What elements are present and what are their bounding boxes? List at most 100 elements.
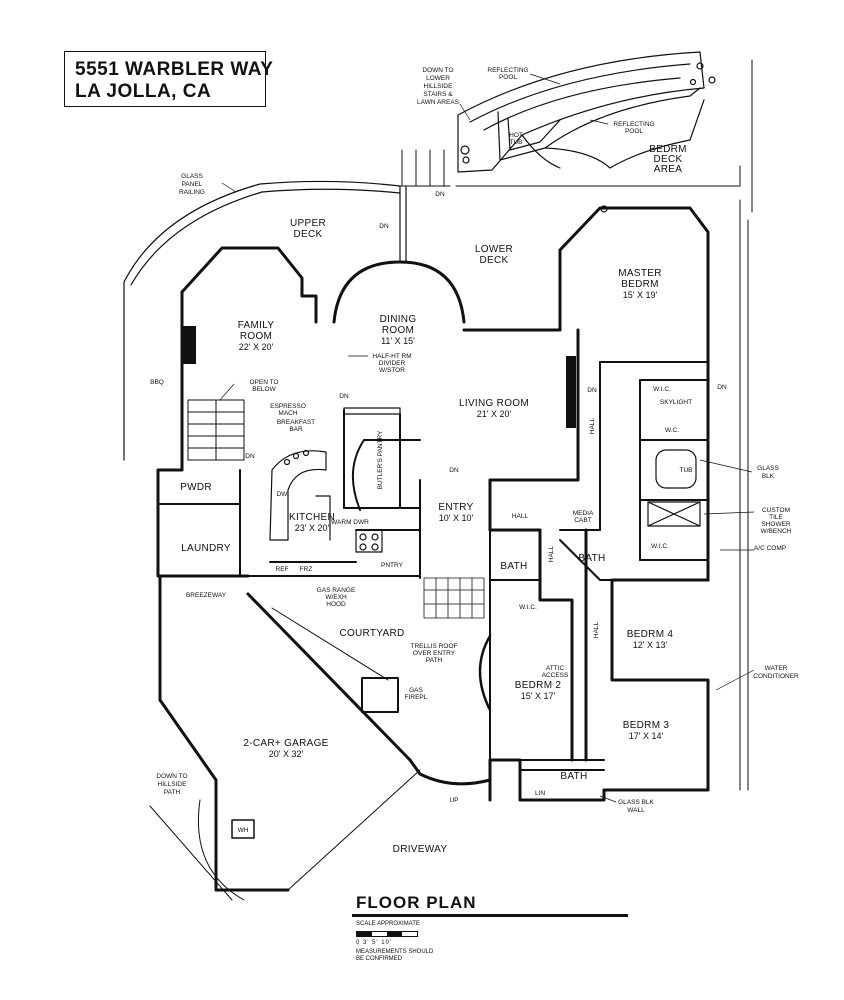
- label-butlers-pantry: BUTLER'S PANTRY: [377, 430, 384, 489]
- label-bath-2: BATH: [578, 553, 605, 564]
- exterior-walls: [156, 206, 710, 892]
- trellis-grid: [423, 577, 485, 619]
- note-skylight: SKYLIGHT: [660, 399, 692, 406]
- label-wic-3: W.I.C.: [651, 543, 669, 550]
- room-name-kitchen: KITCHEN: [289, 512, 335, 523]
- label-dn-4: DN: [245, 453, 255, 460]
- interior-walls: [157, 361, 709, 771]
- label-dn-3: DN: [339, 393, 349, 400]
- room-dim-master-bedrm: 15' X 19': [623, 290, 658, 300]
- label-bath-3: BATH: [560, 771, 587, 782]
- label-courtyard: COURTYARD: [339, 628, 404, 639]
- address-title-box: 5551 WARBLER WAY LA JOLLA, CA: [64, 51, 274, 107]
- room-dim-dining-room: 11' X 15': [381, 336, 415, 346]
- label-dw: DW: [277, 491, 289, 498]
- label-wic-2: W.I.C.: [653, 386, 671, 393]
- label-frz: FRZ: [300, 566, 313, 573]
- reflecting-pool-area: [457, 51, 716, 213]
- title-rule: [352, 914, 628, 917]
- label-dn-6: DN: [587, 387, 597, 394]
- courtyard-edge: [271, 607, 389, 681]
- room-dim-entry: 10' X 10': [439, 513, 474, 523]
- city-line: LA JOLLA, CA: [75, 81, 212, 102]
- label-hall-2: HALL: [589, 417, 596, 434]
- room-dim-bedrm-3: 17' X 14': [629, 731, 664, 741]
- floor-plan-title: FLOOR PLAN: [356, 893, 477, 912]
- label-up: UP: [449, 797, 458, 804]
- label-hall-3: HALL: [548, 545, 555, 562]
- address-line: 5551 WARBLER WAY: [75, 59, 274, 80]
- label-wc: W.C.: [665, 427, 679, 434]
- label-dn-5: DN: [449, 467, 459, 474]
- label-hall-1: HALL: [512, 513, 529, 520]
- gas-fireplace: [361, 677, 399, 713]
- living-fireplace: [566, 356, 576, 428]
- room-dim-bedrm-2: 15' X 17': [521, 691, 556, 701]
- driveway-lines: [149, 769, 421, 901]
- family-fireplace: [182, 326, 196, 364]
- label-wh: WH: [238, 827, 249, 834]
- label-pwdr: PWDR: [180, 482, 212, 493]
- leader-lines: [219, 73, 755, 803]
- label-pntry: PNTRY: [381, 562, 404, 569]
- family-stairs: [187, 399, 245, 461]
- room-dim-garage: 20' X 32': [269, 749, 304, 759]
- room-name-bedrm-2: BEDRM 2: [515, 680, 562, 691]
- room-dim-bedrm-4: 12' X 13': [633, 640, 668, 650]
- label-driveway: DRIVEWAY: [393, 844, 448, 855]
- room-name-bedrm-4: BEDRM 4: [627, 629, 674, 640]
- label-bath-1: BATH: [500, 561, 527, 572]
- label-ref: REF: [276, 566, 289, 573]
- kitchen-island: [269, 407, 401, 553]
- label-hall-4: HALL: [593, 621, 600, 638]
- label-bbq: BBQ: [150, 379, 164, 386]
- label-wic-1: W.I.C.: [519, 604, 537, 611]
- label-dn-7: DN: [717, 384, 727, 391]
- bedrm2-curve-wall: [478, 634, 492, 712]
- upper-deck-railing: [123, 180, 407, 461]
- room-name-bedrm-3: BEDRM 3: [623, 720, 670, 731]
- bedrm-deck-railing: [455, 59, 753, 791]
- scale-numbers: 0 3' 5' 10': [356, 940, 393, 946]
- label-lin: LIN: [535, 790, 545, 797]
- label-breezeway: BREEZEWAY: [186, 592, 227, 599]
- measurement-note: MEASUREMENTS SHOULD BE CONFIRMED: [356, 949, 434, 962]
- label-laundry: LAUNDRY: [181, 543, 231, 554]
- water-heater: [231, 819, 255, 839]
- lawn-stairs: [399, 149, 451, 187]
- label-dn-2: DN: [379, 223, 389, 230]
- scale-bar: [356, 931, 418, 937]
- note-ac-comp: A/C COMP: [754, 545, 786, 552]
- room-dim-kitchen: 23' X 20': [295, 523, 330, 533]
- room-name-entry: ENTRY: [438, 502, 473, 513]
- room-name-garage: 2-CAR+ GARAGE: [243, 738, 328, 749]
